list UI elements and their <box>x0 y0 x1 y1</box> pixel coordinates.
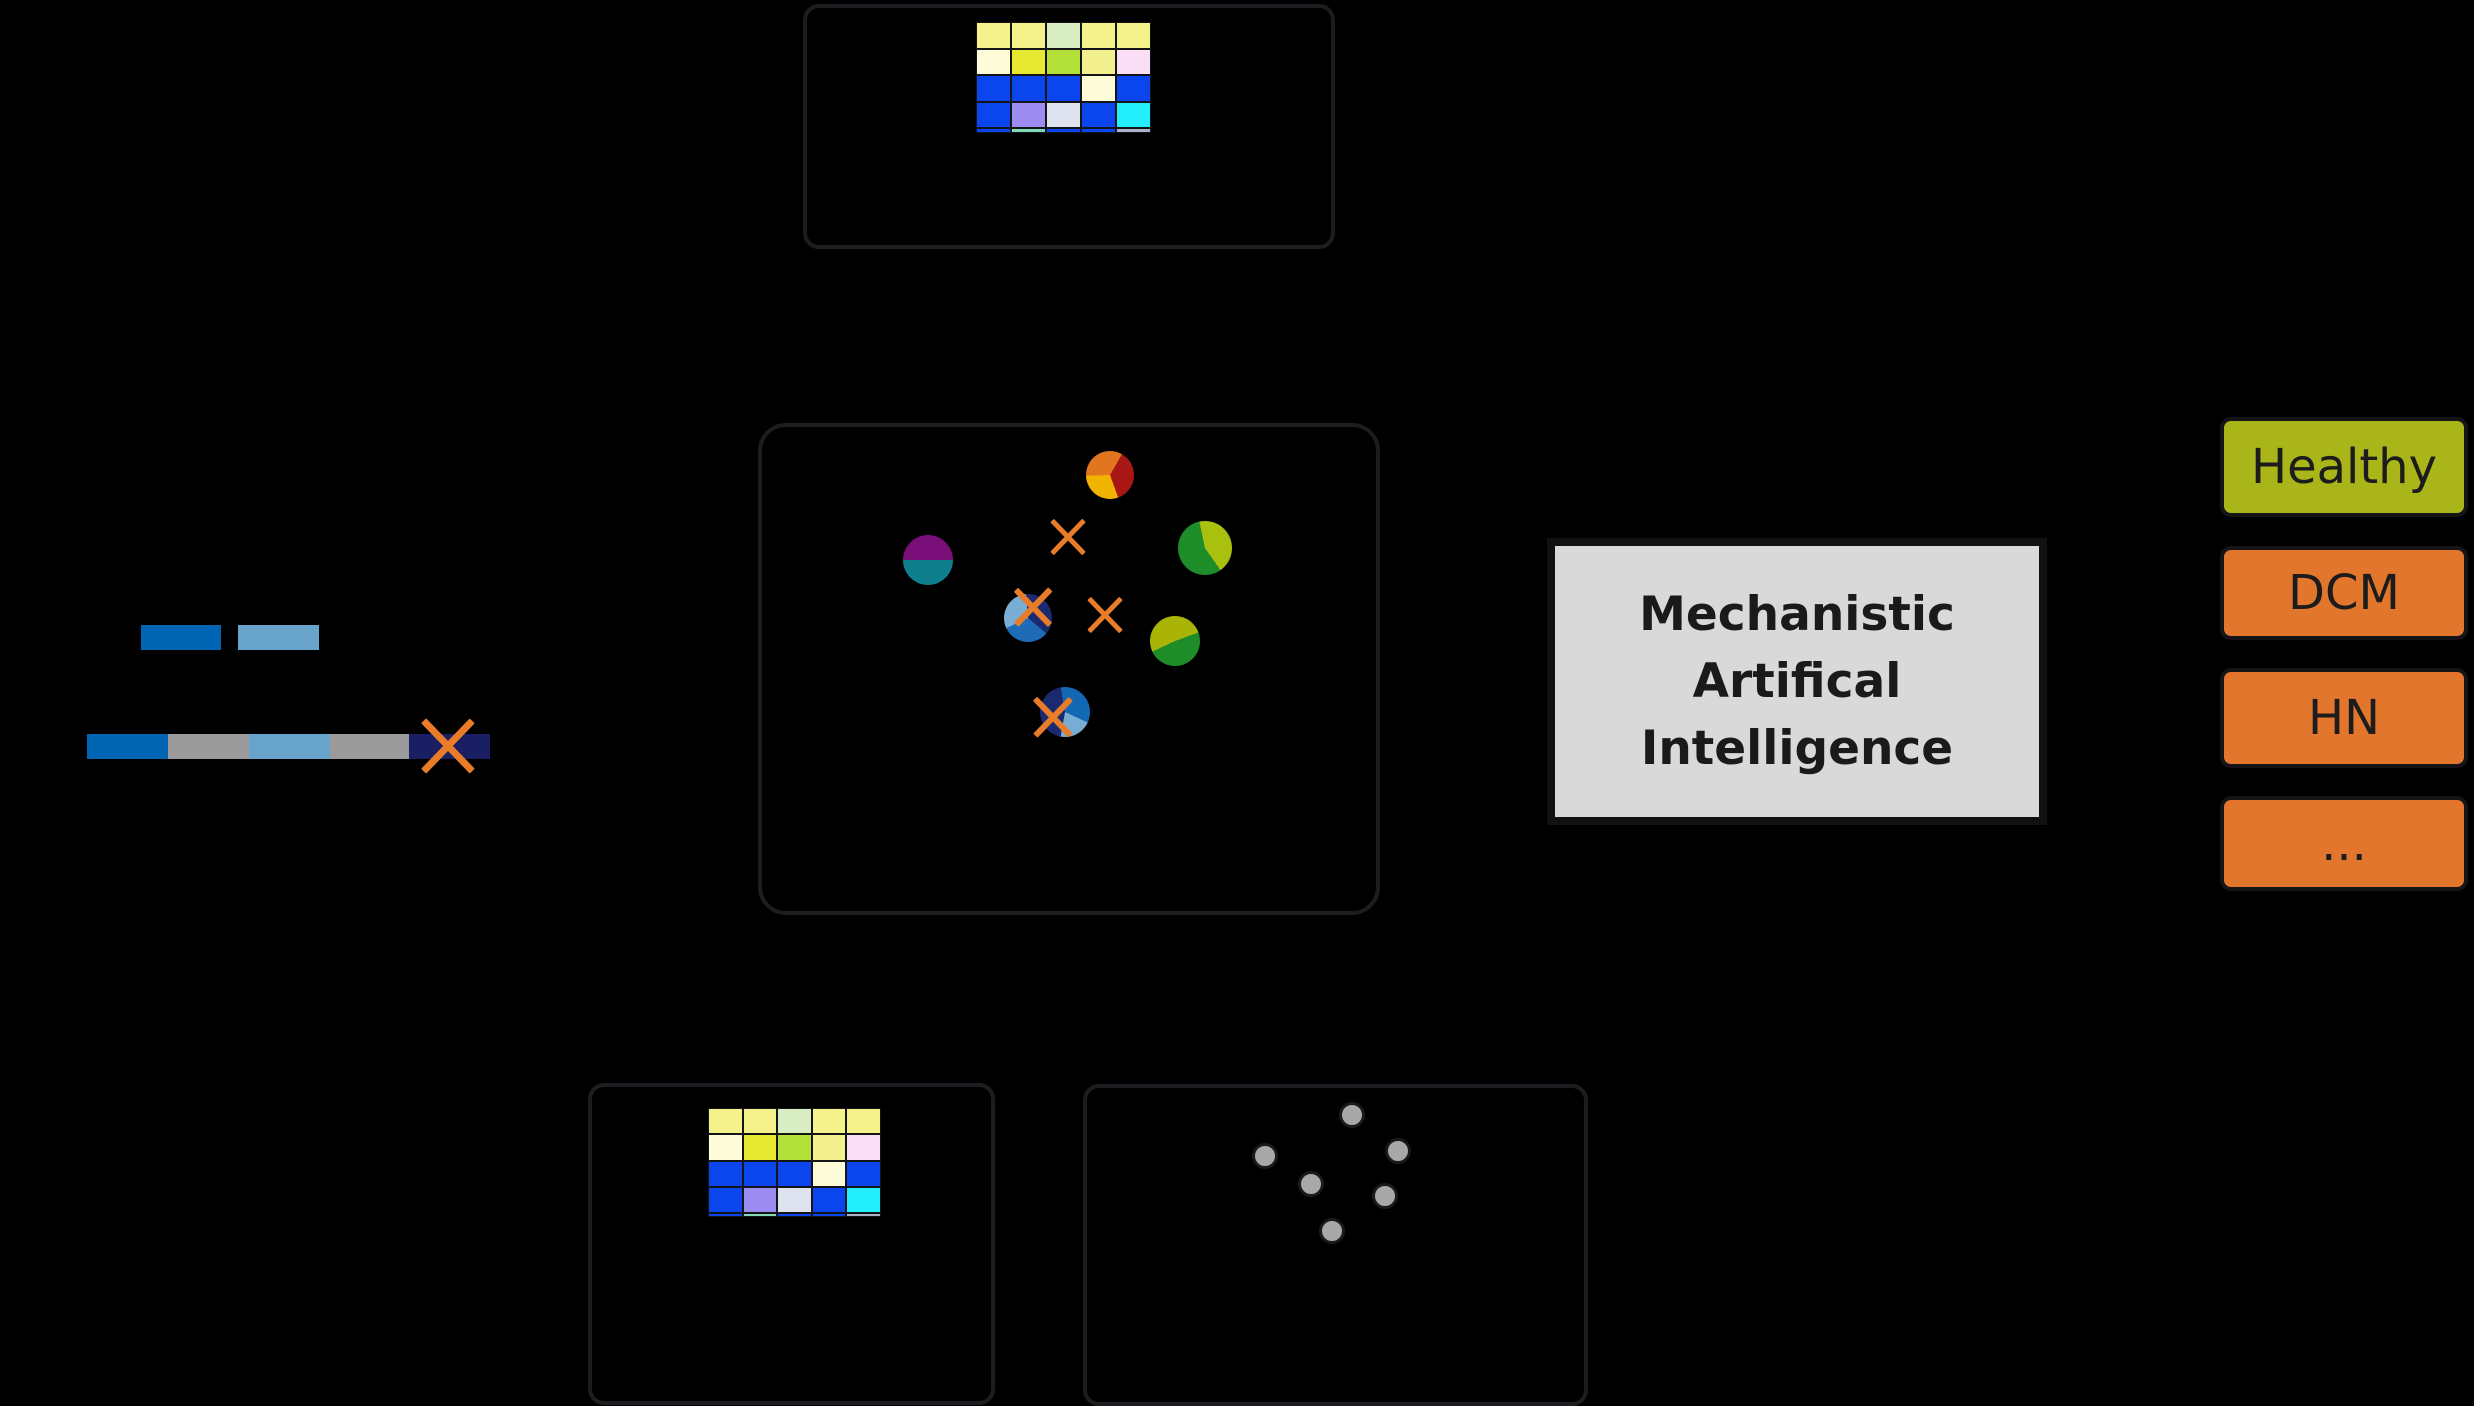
heatmap-cell <box>1011 75 1046 102</box>
heatmap-grid-top <box>976 22 1151 133</box>
heatmap-cell <box>1046 101 1081 128</box>
heatmap-grid-bottom <box>708 1108 881 1218</box>
dot-marker <box>1372 1183 1398 1209</box>
heatmap-cell <box>811 1108 846 1135</box>
heatmap-cell <box>1011 128 1046 133</box>
timeline-bar-short-blue <box>141 625 221 650</box>
mechanistic-ai-box: Mechanistic Artifical Intelligence <box>1547 538 2047 825</box>
heatmap-cell <box>976 128 1011 133</box>
heatmap-cell <box>708 1160 743 1187</box>
class-button-hn[interactable]: HN <box>2220 668 2468 768</box>
heatmap-cell <box>1081 48 1116 75</box>
heatmap-cell <box>742 1160 777 1187</box>
heatmap-cell <box>811 1186 846 1214</box>
class-button-healthy[interactable]: Healthy <box>2220 417 2468 517</box>
dot-marker <box>1298 1171 1324 1197</box>
heatmap-cell <box>811 1134 846 1161</box>
timeline-segment-gray-2 <box>330 734 409 759</box>
heatmap-cell <box>846 1108 881 1135</box>
heatmap-cell <box>1116 75 1151 102</box>
heatmap-cell <box>1116 22 1151 49</box>
heatmap-cell <box>742 1108 777 1135</box>
heatmap-cell <box>742 1186 777 1214</box>
dot-scatter-panel <box>1083 1084 1588 1406</box>
heatmap-cell <box>708 1134 743 1161</box>
heatmap-cell <box>1046 22 1081 49</box>
mai-line-2: Artifical <box>1692 653 1902 709</box>
pie-lime-green <box>1178 521 1232 575</box>
heatmap-cell <box>1046 128 1081 133</box>
heatmap-cell <box>777 1186 812 1214</box>
heatmap-cell <box>976 22 1011 49</box>
missing-x-top-icon <box>1050 518 1086 556</box>
timeline-segment-blue <box>87 734 168 759</box>
heatmap-cell <box>846 1134 881 1161</box>
heatmap-cell <box>846 1160 881 1187</box>
heatmap-cell <box>777 1213 812 1218</box>
heatmap-cell <box>1081 75 1116 102</box>
class-button-dcm[interactable]: DCM <box>2220 546 2468 640</box>
heatmap-cell <box>1116 128 1151 133</box>
timeline-bar-short-lightblue <box>238 625 319 650</box>
timeline-segment-lightblue <box>249 734 330 759</box>
missing-x-on-bottom-pie-icon <box>1033 696 1073 738</box>
heatmap-cell <box>1011 48 1046 75</box>
dot-marker <box>1339 1102 1365 1128</box>
heatmap-cell <box>777 1134 812 1161</box>
heatmap-cell <box>1116 48 1151 75</box>
heatmap-cell <box>976 48 1011 75</box>
heatmap-cell <box>976 75 1011 102</box>
heatmap-cell <box>708 1186 743 1214</box>
heatmap-cell <box>777 1108 812 1135</box>
heatmap-cell <box>811 1160 846 1187</box>
heatmap-cell <box>1011 22 1046 49</box>
pie-purple-teal <box>903 535 953 585</box>
heatmap-cell <box>846 1186 881 1214</box>
heatmap-cell <box>708 1108 743 1135</box>
class-button-more[interactable]: ... <box>2220 796 2468 891</box>
heatmap-cell <box>1081 22 1116 49</box>
dot-marker <box>1385 1138 1411 1164</box>
missing-x-mid-icon <box>1087 596 1123 634</box>
dot-marker <box>1319 1218 1345 1244</box>
missing-x-on-center-pie-icon <box>1014 587 1052 627</box>
dot-marker <box>1252 1143 1278 1169</box>
missing-x-on-timeline-icon <box>421 718 475 774</box>
heatmap-cell <box>1011 101 1046 128</box>
heatmap-cell <box>742 1134 777 1161</box>
mai-line-1: Mechanistic <box>1639 586 1955 642</box>
heatmap-cell <box>1046 75 1081 102</box>
mai-line-3: Intelligence <box>1640 721 1954 777</box>
heatmap-cell <box>811 1213 846 1218</box>
heatmap-cell <box>742 1213 777 1218</box>
heatmap-cell <box>976 101 1011 128</box>
timeline-segment-gray-1 <box>168 734 249 759</box>
heatmap-cell <box>1046 48 1081 75</box>
heatmap-cell <box>1081 128 1116 133</box>
pie-scatter-panel <box>758 423 1380 915</box>
heatmap-cell <box>777 1160 812 1187</box>
heatmap-cell <box>1081 101 1116 128</box>
pie-orange-red-gold <box>1086 451 1134 499</box>
heatmap-cell <box>1116 101 1151 128</box>
heatmap-cell <box>846 1213 881 1218</box>
heatmap-cell <box>708 1213 743 1218</box>
pie-olive-green <box>1150 616 1200 666</box>
